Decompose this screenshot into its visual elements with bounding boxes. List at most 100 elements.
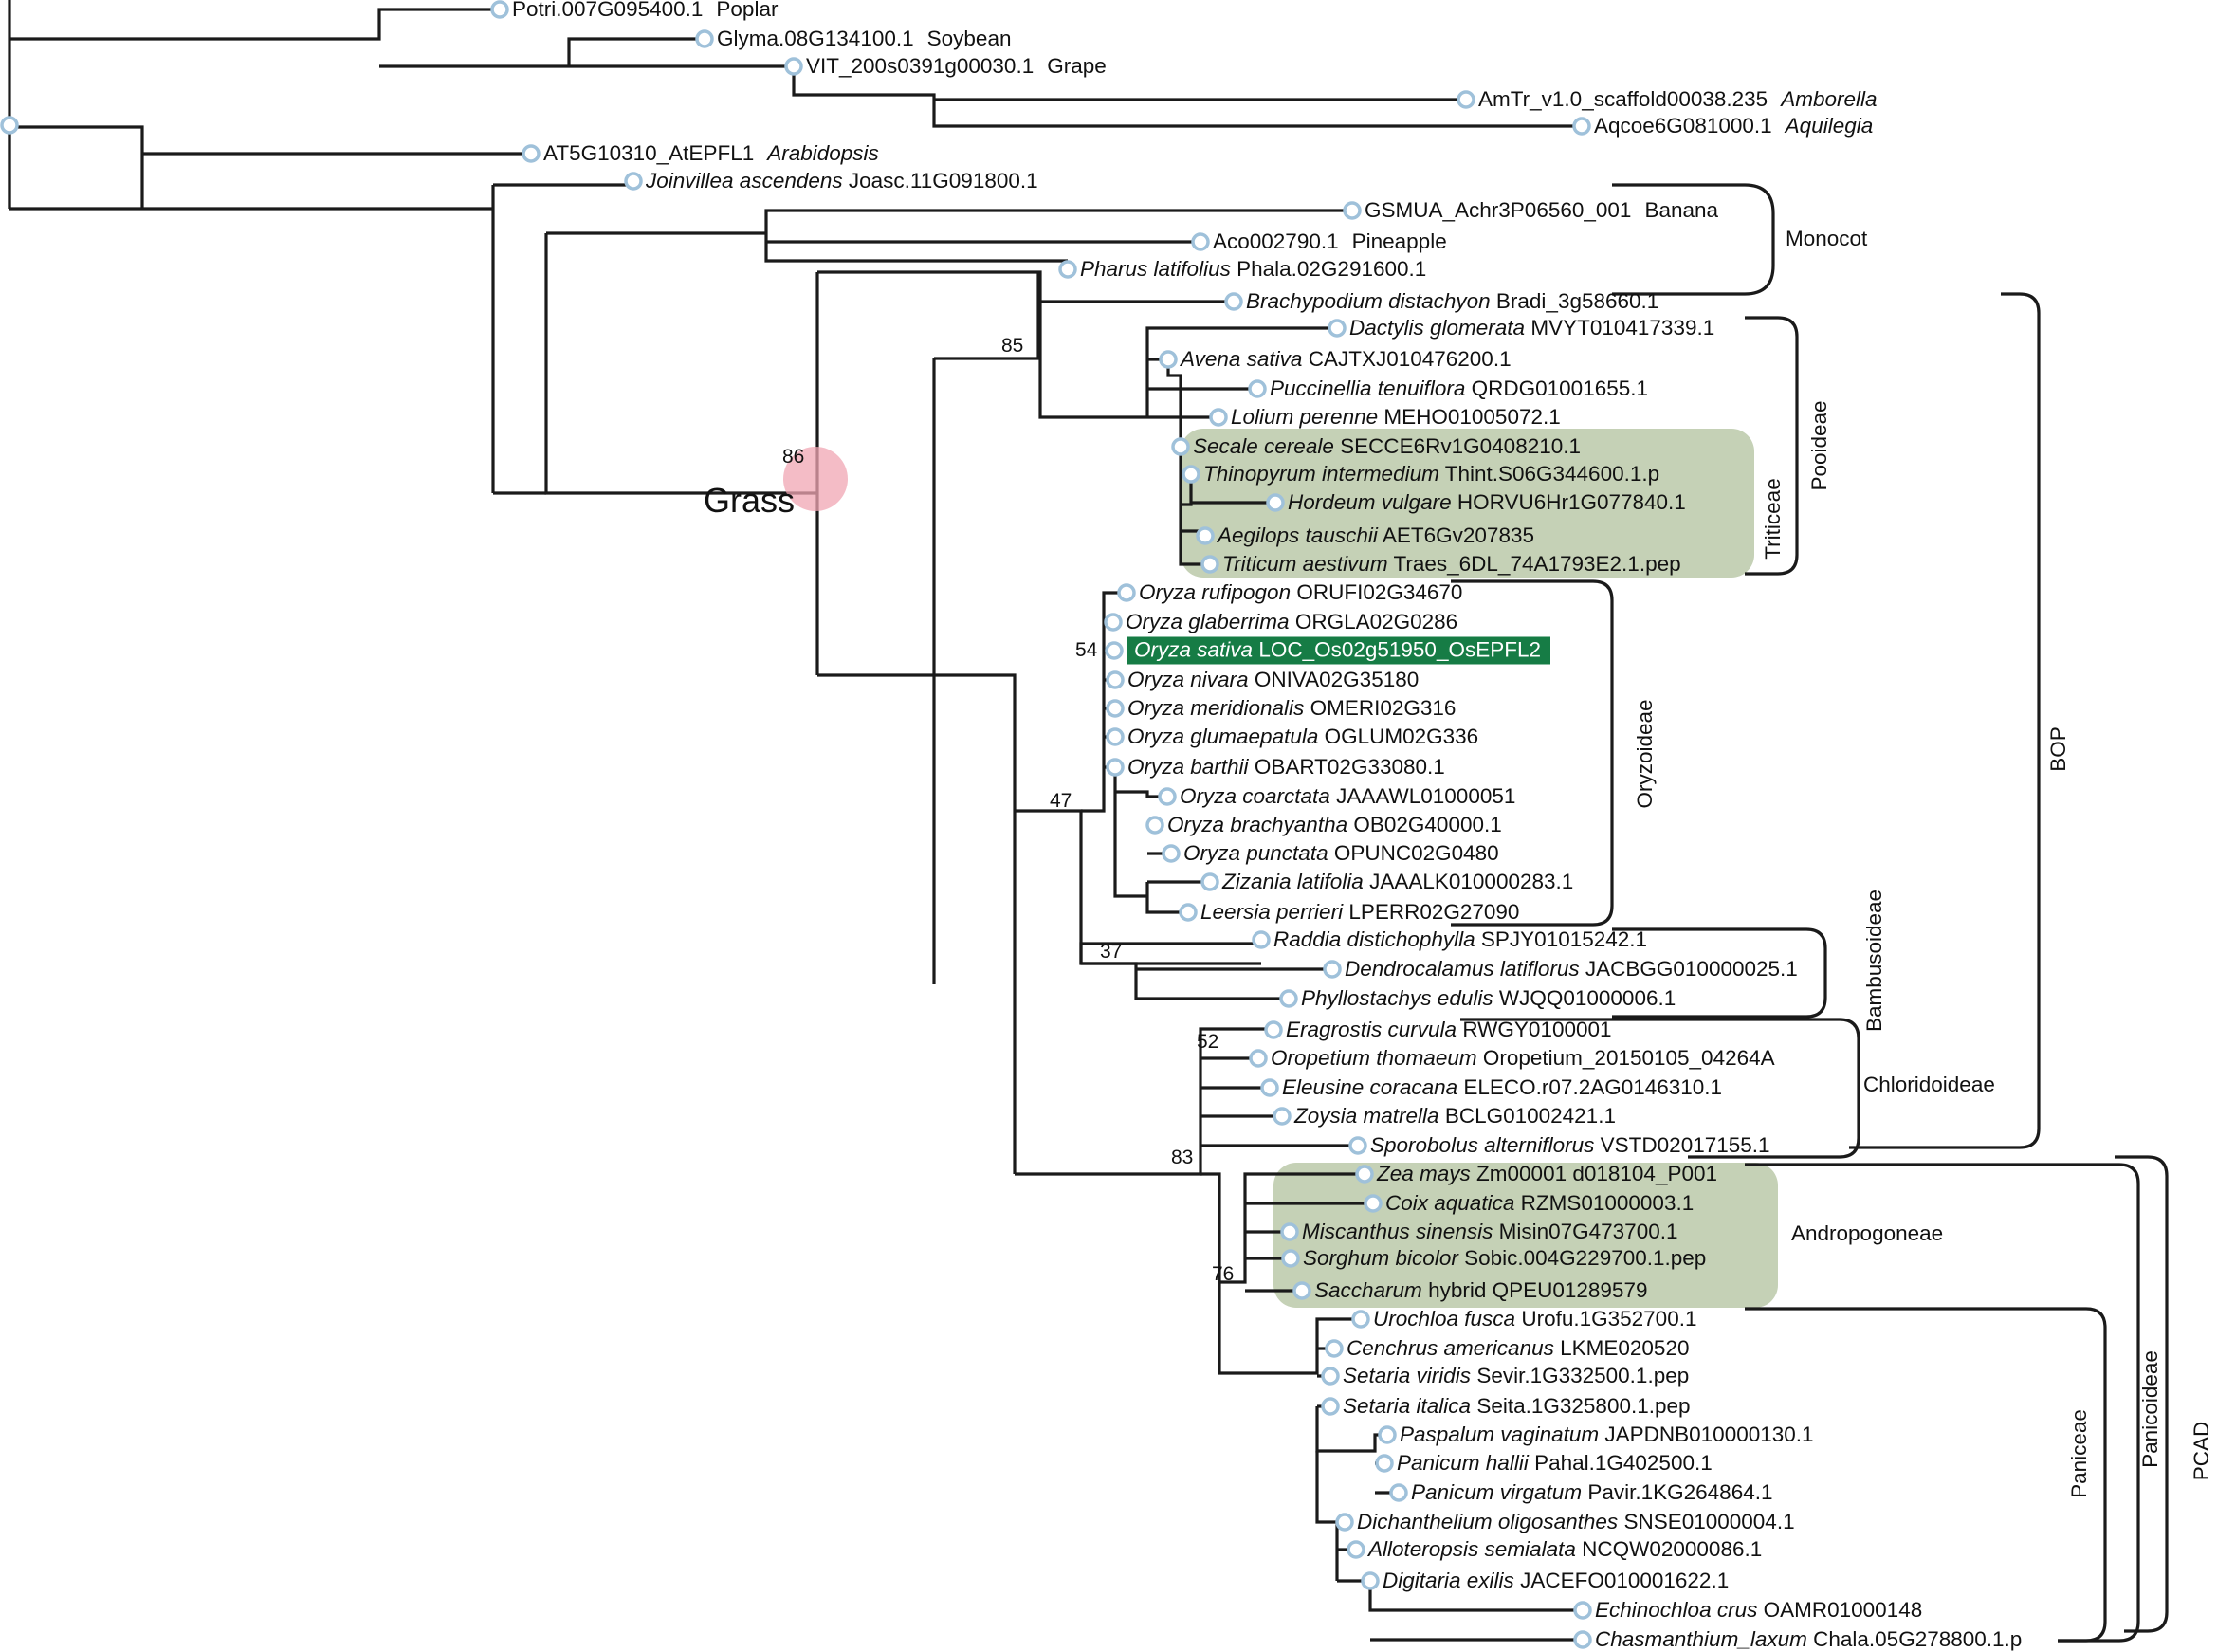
grass-clade-label: Grass bbox=[704, 481, 796, 520]
leaf-species: Setaria italica bbox=[1343, 1394, 1472, 1418]
branch-path-12 bbox=[1315, 1406, 1399, 1495]
leaf-species: Zea mays bbox=[1377, 1162, 1471, 1185]
leaf-label: Panicum hallii Pahal.1G402500.1 bbox=[1397, 1451, 1713, 1476]
leaf-node-marker bbox=[1328, 319, 1347, 338]
leaf-label: Pharus latifolius Phala.02G291600.1 bbox=[1080, 257, 1426, 282]
leaf-id: Glyma.08G134100.1 bbox=[717, 27, 914, 50]
leaf-label: Chasmanthium_laxum Chala.05G278800.1.p bbox=[1595, 1627, 2022, 1652]
leaf-label: Zizania latifolia JAAALK010000283.1 bbox=[1222, 870, 1573, 894]
leaf-node-marker bbox=[695, 29, 714, 48]
clade-bracket-2 bbox=[1451, 579, 1614, 927]
leaf-id: BCLG01002421.1 bbox=[1444, 1104, 1616, 1128]
leaf-id: Oropetium_20150105_04264A bbox=[1482, 1046, 1775, 1070]
leaf-node-marker bbox=[1280, 1222, 1299, 1241]
leaf-species: Panicum virgatum bbox=[1411, 1480, 1583, 1504]
leaf-species: Eleusine coracana bbox=[1282, 1075, 1458, 1099]
leaf-label: Triticum aestivum Traes_6DL_74A1793E2.1.… bbox=[1222, 552, 1681, 577]
leaf-label: Oryza glaberrima ORGLA02G0286 bbox=[1126, 610, 1457, 634]
leaf-id: Joasc.11G091800.1 bbox=[848, 169, 1038, 193]
leaf-species: Secale cereale bbox=[1193, 434, 1334, 458]
leaf-id: Aqcoe6G081000.1 bbox=[1594, 114, 1772, 138]
leaf-id: Chala.05G278800.1.p bbox=[1813, 1627, 2023, 1651]
leaf-id: MEHO01005072.1 bbox=[1383, 405, 1561, 429]
leaf-id: Potri.007G095400.1 bbox=[512, 0, 704, 21]
leaf-species: Triticum aestivum bbox=[1222, 552, 1388, 576]
leaf-label: Dendrocalamus latiflorus JACBGG010000025… bbox=[1345, 957, 1798, 982]
leaf-label: Oryza meridionalis OMERI02G316 bbox=[1127, 696, 1456, 721]
leaf-node-marker bbox=[1325, 1339, 1344, 1358]
pooideae-label: Pooideae bbox=[1807, 400, 1831, 491]
leaf-label: Phyllostachys edulis WJQQ01000006.1 bbox=[1301, 986, 1676, 1011]
leaf-label: Dichanthelium oligosanthes SNSE01000004.… bbox=[1357, 1510, 1795, 1534]
leaf-node-marker bbox=[784, 57, 803, 76]
leaf-label: Leersia perrieri LPERR02G27090 bbox=[1200, 900, 1519, 925]
leaf-label: Hordeum vulgare HORVU6Hr1G077840.1 bbox=[1288, 490, 1686, 515]
leaf-node-marker bbox=[1321, 1397, 1340, 1416]
leaf-species: Dactylis glomerata bbox=[1349, 316, 1526, 340]
leaf-label: Saccharum hybrid QPEU01289579 bbox=[1314, 1278, 1647, 1303]
leaf-species: Setaria viridis bbox=[1343, 1364, 1472, 1387]
leaf-id: JAAAWL01000051 bbox=[1336, 784, 1516, 808]
branch-path-4 bbox=[1166, 359, 1275, 566]
leaf-label: Glyma.08G134100.1 Soybean bbox=[717, 27, 1011, 51]
leaf-node-marker bbox=[1162, 844, 1181, 863]
leaf-species: Pharus latifolius bbox=[1080, 257, 1231, 281]
leaf-id: Zm00001 d018104_P001 bbox=[1476, 1162, 1718, 1185]
leaf-id: LPERR02G27090 bbox=[1348, 900, 1520, 924]
leaf-node-marker bbox=[1200, 555, 1219, 574]
leaf-organism: Soybean bbox=[926, 27, 1012, 50]
leaf-node-marker bbox=[1343, 201, 1362, 220]
leaf-species: Oryza punctata bbox=[1183, 841, 1328, 865]
leaf-id: GSMUA_Achr3P06560_001 bbox=[1365, 198, 1632, 222]
leaf-id: OGLUM02G336 bbox=[1324, 725, 1479, 748]
leaf-label: Dactylis glomerata MVYT010417339.1 bbox=[1349, 316, 1714, 340]
andropogoneae-highlight bbox=[1273, 1163, 1778, 1308]
leaf-species: Lolium perenne bbox=[1231, 405, 1379, 429]
leaf-label: Oropetium thomaeum Oropetium_20150105_04… bbox=[1271, 1046, 1775, 1071]
leaf-label: Eragrostis curvula RWGY0100001 bbox=[1286, 1018, 1612, 1042]
leaf-label: Setaria italica Seita.1G325800.1.pep bbox=[1343, 1394, 1691, 1419]
leaf-label: Panicum virgatum Pavir.1KG264864.1 bbox=[1411, 1480, 1772, 1505]
leaf-label: Echinochloa crus OAMR01000148 bbox=[1595, 1598, 1922, 1623]
clade-bracket-3 bbox=[1612, 927, 1827, 1019]
leaf-id: AmTr_v1.0_scaffold00038.235 bbox=[1478, 87, 1768, 111]
leaf-species: Cenchrus americanus bbox=[1347, 1336, 1554, 1360]
leaf-species: Phyllostachys edulis bbox=[1301, 986, 1493, 1010]
leaf-node-marker bbox=[1106, 670, 1125, 689]
leaf-node-marker bbox=[1281, 1249, 1300, 1268]
leaf-node-marker bbox=[1106, 727, 1125, 746]
leaf-node-marker bbox=[1249, 1049, 1268, 1068]
leaf-label: Oryza brachyantha OB02G40000.1 bbox=[1167, 813, 1502, 837]
leaf-node-marker bbox=[1573, 1630, 1592, 1649]
leaf-species: Aegilops tauschii bbox=[1218, 523, 1378, 547]
leaf-id: OBART02G33080.1 bbox=[1254, 755, 1445, 779]
branch-path-10 bbox=[1200, 1172, 1373, 1293]
leaf-label: Oryza barthii OBART02G33080.1 bbox=[1127, 755, 1445, 780]
leaf-label: Sorghum bicolor Sobic.004G229700.1.pep bbox=[1303, 1246, 1706, 1271]
clade-bracket-6 bbox=[1745, 1307, 2107, 1643]
leaf-node-marker bbox=[1375, 1454, 1394, 1473]
leaf-id: OPUNC02G0480 bbox=[1333, 841, 1499, 865]
leaf-label: Paspalum vaginatum JAPDNB010000130.1 bbox=[1400, 1423, 1814, 1447]
leaf-species: Oryza coarctata bbox=[1180, 784, 1330, 808]
leaf-node-marker bbox=[1252, 930, 1271, 949]
leaf-node-marker bbox=[1209, 408, 1228, 427]
leaf-node-marker bbox=[1457, 90, 1475, 109]
branch-path-2 bbox=[544, 209, 1352, 495]
leaf-species: Urochloa fusca bbox=[1373, 1307, 1516, 1331]
leaf-label: Eleusine coracana ELECO.r07.2AG0146310.1 bbox=[1282, 1075, 1722, 1100]
leaf-id: Pahal.1G402500.1 bbox=[1534, 1451, 1713, 1475]
leaf-node-marker bbox=[1200, 872, 1219, 891]
leaf-id: Bradi_3g58660.1 bbox=[1495, 289, 1659, 313]
leaf-node-marker bbox=[1224, 292, 1243, 311]
leaf-id: Misin07G473700.1 bbox=[1498, 1220, 1678, 1243]
leaf-label: Alloteropsis semialata NCQW02000086.1 bbox=[1368, 1537, 1762, 1562]
chloridoideae-label: Chloridoideae bbox=[1863, 1073, 1995, 1096]
leaf-species: Oryza nivara bbox=[1127, 668, 1249, 691]
leaf-node-marker bbox=[1105, 641, 1124, 660]
leaf-species: Sorghum bicolor bbox=[1303, 1246, 1458, 1270]
leaf-label: Oryza rufipogon ORUFI02G34670 bbox=[1139, 580, 1462, 605]
bootstrap-52: 52 bbox=[1197, 1031, 1219, 1053]
leaf-node-marker bbox=[1348, 1136, 1367, 1155]
